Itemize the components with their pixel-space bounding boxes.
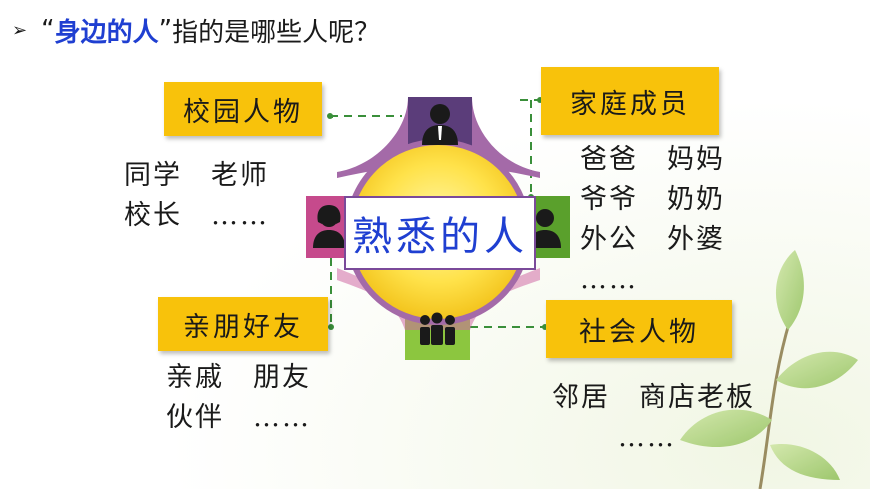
label-social: 社会人物 — [546, 300, 732, 358]
campus-item-line: 同学 老师 — [124, 160, 269, 191]
arrow-bullet-icon: ➢ — [12, 19, 28, 41]
friends-item-line: 伙伴 …… — [166, 402, 311, 433]
label-family: 家庭成员 — [541, 67, 719, 135]
center-label: 熟悉的人 — [344, 196, 536, 270]
label-friends: 亲朋好友 — [158, 297, 328, 351]
social-item-line: 邻居 商店老板 — [552, 382, 755, 413]
campus-item-line: 校长 …… — [124, 200, 269, 231]
friends-item-line: 亲戚 朋友 — [166, 362, 311, 393]
family-item-line: 外公 外婆 — [580, 224, 725, 255]
social-items: 邻居 商店老板 …… — [552, 378, 755, 458]
question-text: 指的是哪些人呢？ — [172, 17, 381, 48]
family-item-line: …… — [580, 264, 638, 295]
group-icon — [420, 312, 455, 345]
friends-items: 亲戚 朋友 伙伴 …… — [166, 358, 311, 438]
close-quote: ” — [158, 15, 173, 45]
man-icon — [529, 209, 561, 248]
family-item-line: 爸爸 妈妈 — [580, 144, 725, 175]
leaf-branch-icon — [680, 250, 858, 489]
woman-icon — [313, 205, 345, 248]
family-item-line: 爷爷 奶奶 — [580, 184, 725, 215]
campus-items: 同学 老师 校长 …… — [124, 156, 269, 236]
family-items: 爸爸 妈妈 爷爷 奶奶 外公 外婆 …… — [580, 140, 725, 300]
label-campus: 校园人物 — [164, 82, 322, 136]
social-item-line: …… — [618, 422, 676, 453]
question-highlight: 身边的人 — [54, 17, 159, 48]
businessman-icon — [422, 104, 458, 145]
question-line: ➢ “ 身边的人 ” 指的是哪些人呢？ — [12, 10, 380, 50]
open-quote: “ — [41, 15, 55, 45]
